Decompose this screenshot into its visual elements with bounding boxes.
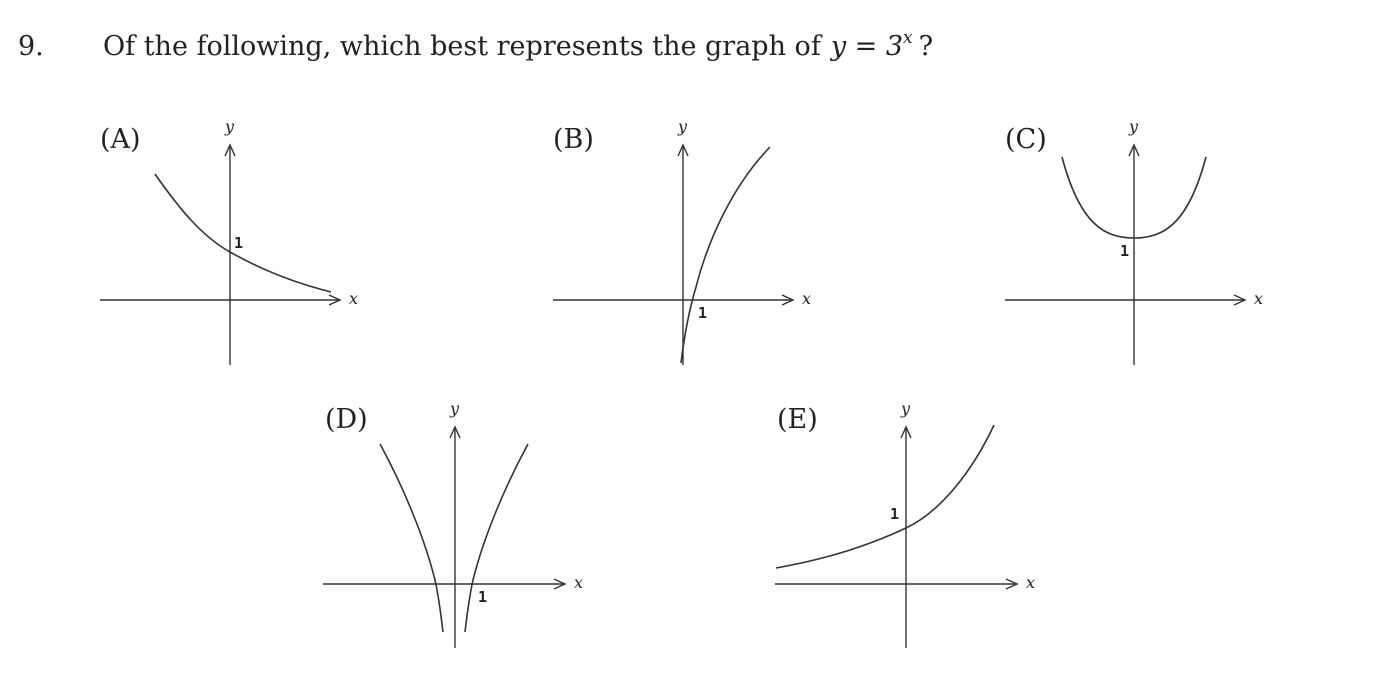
option-c-y-axis-label: y <box>1129 117 1139 136</box>
option-c-label: (C) <box>1005 124 1047 155</box>
option-b-plot <box>553 143 795 365</box>
option-a-curve <box>154 173 332 293</box>
question-number: 9. <box>18 31 44 62</box>
option-e-x-arrow <box>1005 578 1019 590</box>
option-b-y-axis-label: y <box>678 117 688 136</box>
option-c-marked-value: 1 <box>1120 242 1130 260</box>
question-equation: y = 3x? <box>830 28 934 62</box>
option-d-x-arrow <box>553 578 567 590</box>
option-b-x-arrow <box>781 294 795 306</box>
option-a-x-axis-label: x <box>349 289 359 308</box>
option-c-x-axis-label: x <box>1254 289 1264 308</box>
equation-exponent: x <box>903 28 913 48</box>
option-b-marked-value: 1 <box>698 304 708 322</box>
option-d-graph[interactable]: (D) y x 1 <box>320 400 590 655</box>
equation-end: ? <box>918 31 934 62</box>
option-c-curve <box>1061 156 1207 239</box>
option-b-x-axis-label: x <box>802 289 812 308</box>
option-e-graph[interactable]: (E) y x 1 <box>772 400 1042 655</box>
option-a-label: (A) <box>100 124 141 155</box>
option-e-plot <box>775 424 1019 648</box>
option-d-marked-value: 1 <box>478 588 488 606</box>
option-c-x-arrow <box>1233 294 1247 306</box>
question-text: Of the following, which best represents … <box>103 31 821 62</box>
option-a-graph[interactable]: (A) y x 1 <box>95 115 365 370</box>
option-a-plot <box>100 143 342 365</box>
option-c-plot <box>1005 143 1247 365</box>
option-d-x-axis-label: x <box>574 573 584 592</box>
option-d-y-arrow <box>449 425 461 439</box>
option-d-plot <box>323 425 567 648</box>
option-a-y-axis-label: y <box>225 117 235 136</box>
option-e-y-axis-label: y <box>901 399 911 418</box>
option-d-y-axis-label: y <box>450 399 460 418</box>
option-e-curve <box>775 424 995 569</box>
option-c-y-arrow <box>1128 143 1140 157</box>
option-d-label: (D) <box>325 404 368 435</box>
equation-base: y = 3 <box>830 31 904 62</box>
option-a-y-arrow <box>224 143 236 157</box>
option-e-y-arrow <box>900 425 912 439</box>
option-d-curve-right <box>464 443 529 633</box>
option-c-graph[interactable]: (C) y x 1 <box>1000 115 1270 370</box>
option-d-curve-left <box>379 443 444 633</box>
option-b-curve <box>680 146 771 364</box>
option-b-y-arrow <box>677 143 689 157</box>
option-a-marked-value: 1 <box>234 234 244 252</box>
option-e-label: (E) <box>777 404 818 435</box>
question: 9. Of the following, which best represent… <box>18 20 933 65</box>
option-e-x-axis-label: x <box>1026 573 1036 592</box>
option-e-marked-value: 1 <box>890 505 900 523</box>
option-a-x-arrow <box>328 294 342 306</box>
option-b-graph[interactable]: (B) y x 1 <box>548 115 818 370</box>
option-b-label: (B) <box>553 124 594 155</box>
